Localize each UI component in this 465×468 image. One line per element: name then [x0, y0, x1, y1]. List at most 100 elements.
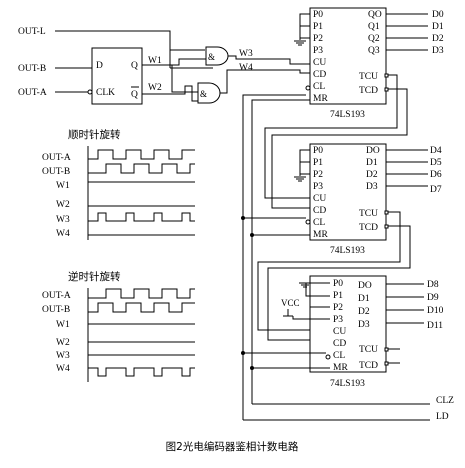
svg-text:TCU: TCU: [359, 72, 378, 82]
svg-text:DO: DO: [358, 281, 372, 291]
svg-text:W4: W4: [56, 229, 70, 239]
svg-text:W3: W3: [56, 351, 70, 361]
svg-text:TCU: TCU: [359, 209, 378, 219]
counter-2-part: 74LS193: [330, 246, 365, 256]
counter-3-output-wires: [386, 283, 424, 324]
wire-out-l: [55, 30, 213, 69]
waveform-ccw-out-b: [88, 302, 195, 313]
svg-text:OUT-A: OUT-A: [42, 291, 71, 301]
svg-text:W4: W4: [56, 364, 70, 374]
ff-pin-d: D: [96, 61, 103, 71]
svg-text:CD: CD: [313, 70, 326, 80]
svg-text:P3: P3: [313, 46, 323, 56]
svg-text:QO: QO: [368, 10, 382, 20]
ff-pin-q: Q: [131, 61, 138, 71]
svg-text:D10: D10: [427, 306, 444, 316]
svg-text:W3: W3: [56, 215, 70, 225]
timing-ccw-title: 逆时针旋转: [68, 270, 121, 283]
counter-2: [309, 143, 387, 241]
and-gate-lower-symbol: &: [200, 89, 207, 99]
svg-text:CL: CL: [313, 82, 325, 92]
svg-text:D3: D3: [366, 182, 378, 192]
counter-2-output-wires: [386, 149, 428, 187]
svg-text:P1: P1: [313, 158, 323, 168]
svg-text:D1: D1: [432, 22, 444, 32]
counter-1-tcd-marker: [384, 87, 389, 92]
svg-text:D2: D2: [432, 34, 444, 44]
svg-text:Q2: Q2: [368, 34, 380, 44]
svg-text:D9: D9: [427, 293, 439, 303]
waveform-cw-w3: [88, 212, 195, 222]
control-label-clz: CLZ: [436, 396, 454, 406]
waveform-cw-out-a: [88, 149, 195, 160]
wire-clz-line: [251, 99, 430, 405]
timing-ccw-labels: OUT-A OUT-B W1 W2 W3 W4: [42, 291, 71, 374]
svg-text:OUT-B: OUT-B: [42, 167, 70, 177]
svg-text:W1: W1: [56, 181, 70, 191]
svg-text:Q1: Q1: [368, 22, 380, 32]
wire-ld-line: [242, 94, 430, 421]
counter-3-preset-ground: [299, 282, 330, 297]
waveform-ccw-w4: [88, 367, 195, 377]
junction-clz-2: [250, 366, 254, 370]
and-gate-upper-symbol: &: [208, 52, 215, 62]
counter-1: [309, 7, 387, 105]
counter-1-output-wires: [386, 13, 428, 51]
svg-text:D2: D2: [358, 307, 370, 317]
input-label-out-l: OUT-L: [18, 27, 46, 37]
wire-w4: [220, 69, 310, 94]
counter-2-carry-wires: [257, 211, 411, 341]
bus-1-labels: D0 D1 D2 D3: [432, 10, 444, 56]
wire-label-w1: W1: [148, 56, 162, 66]
counter-3-in-pins: P0 P1 P2 P3 CU CD CL MR: [333, 279, 348, 373]
svg-text:MR: MR: [313, 230, 328, 240]
svg-text:D6: D6: [430, 170, 442, 180]
counter-3-part: 74LS193: [330, 379, 365, 389]
bus-3-labels: D8 D9 D10 D11: [427, 280, 444, 331]
counter-1-cl-bubble: [305, 85, 311, 91]
svg-text:MR: MR: [333, 363, 348, 373]
svg-text:TCD: TCD: [359, 361, 378, 371]
svg-text:CU: CU: [333, 327, 346, 337]
counter-3-cl-bubble: [325, 354, 331, 360]
counter-2-in-pins: P0 P1 P2 P3 CU CD CL MR: [313, 146, 328, 240]
svg-text:P1: P1: [313, 22, 323, 32]
svg-text:D4: D4: [430, 146, 442, 156]
counter-1-preset-ground: [294, 13, 310, 46]
counter-1-part: 74LS193: [330, 110, 365, 120]
wire-label-w4: W4: [239, 63, 253, 73]
vcc-label: VCC: [281, 298, 300, 308]
ff-pin-qbar: Q: [131, 90, 138, 100]
svg-text:P2: P2: [313, 34, 323, 44]
svg-text:D11: D11: [427, 321, 443, 331]
counter-3: [309, 275, 387, 373]
svg-text:P1: P1: [333, 291, 343, 301]
wire-w2: [142, 85, 198, 102]
svg-text:D7: D7: [430, 185, 442, 195]
svg-text:P0: P0: [333, 279, 343, 289]
svg-text:D3: D3: [432, 46, 444, 56]
timing-cw-title: 顺时针旋转: [68, 128, 121, 141]
svg-text:W2: W2: [56, 200, 70, 210]
counter-2-preset-ground: [294, 149, 310, 182]
svg-text:D8: D8: [427, 280, 439, 290]
counter-2-tcd-marker: [384, 224, 389, 229]
counter-3-tcd-marker: [384, 361, 389, 366]
svg-text:D2: D2: [366, 170, 378, 180]
counter-3-out-pins: DO D1 D2 D3 TCU TCD: [358, 281, 378, 371]
svg-text:OUT-B: OUT-B: [42, 305, 70, 315]
svg-text:TCD: TCD: [359, 86, 378, 96]
junction-ld-2: [241, 351, 245, 355]
svg-text:P0: P0: [313, 10, 323, 20]
svg-text:P2: P2: [313, 170, 323, 180]
svg-text:CD: CD: [313, 206, 326, 216]
counter-2-cl-bubble: [305, 219, 311, 225]
svg-text:CD: CD: [333, 339, 346, 349]
counter-2-tcu-marker: [384, 210, 389, 215]
bus-2-labels: D4 D5 D6 D7: [430, 146, 442, 195]
svg-text:CU: CU: [313, 58, 326, 68]
counter-1-carry-wires: [264, 74, 408, 209]
svg-text:D3: D3: [358, 320, 370, 330]
